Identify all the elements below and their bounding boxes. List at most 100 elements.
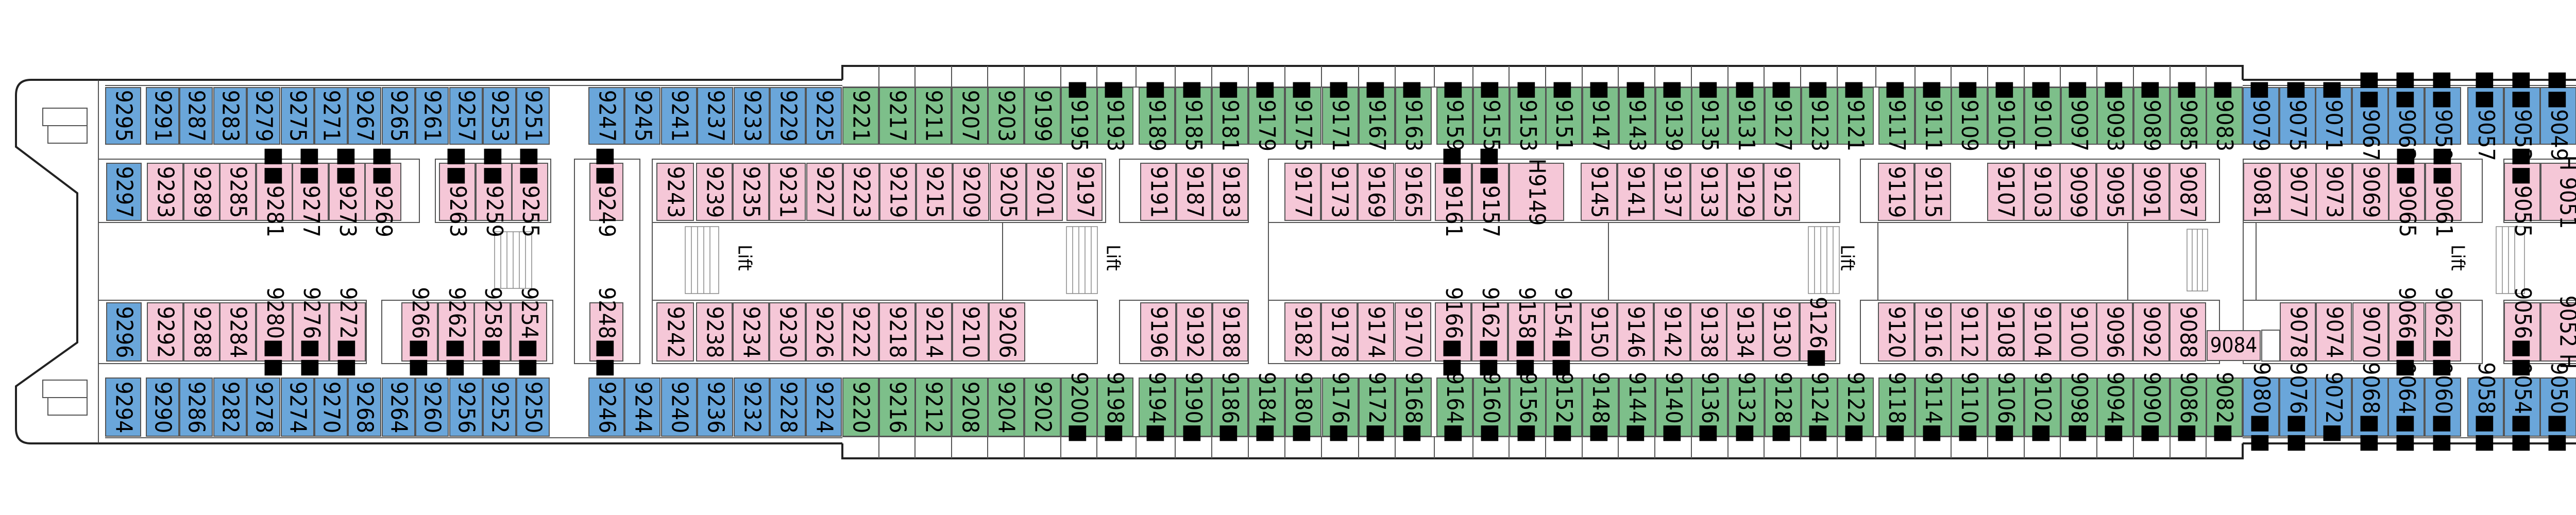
cabin-9133[interactable]: 9133 bbox=[1690, 163, 1727, 221]
cabin-9083[interactable]: ■9083 bbox=[2206, 80, 2243, 151]
cabin-9149[interactable]: H9149 bbox=[1509, 158, 1564, 226]
cabin-9181[interactable]: ■9181 bbox=[1212, 80, 1248, 151]
cabin-9072[interactable]: 9072■ bbox=[2315, 371, 2352, 443]
cabin-9175[interactable]: ■9175 bbox=[1285, 80, 1321, 151]
cabin-9089[interactable]: ■9089 bbox=[2133, 80, 2170, 151]
cabin-9215[interactable]: 9215 bbox=[916, 163, 953, 221]
cabin-9177[interactable]: 9177 bbox=[1284, 163, 1321, 221]
cabin-9114[interactable]: 9114■ bbox=[1915, 371, 1952, 443]
cabin-9138[interactable]: 9138 bbox=[1690, 302, 1727, 362]
cabin-9118[interactable]: 9118■ bbox=[1878, 371, 1915, 443]
cabin-9238[interactable]: 9238 bbox=[696, 302, 733, 362]
cabin-9202[interactable]: 9202 bbox=[1024, 377, 1061, 437]
cabin-9142[interactable]: 9142 bbox=[1654, 302, 1690, 362]
cabin-9157[interactable]: ■■9157 bbox=[1472, 147, 1509, 237]
cabin-9100[interactable]: 9100 bbox=[2060, 302, 2097, 362]
cabin-9050[interactable]: 9050■■ bbox=[2540, 362, 2576, 452]
cabin-9278[interactable]: 9278 bbox=[247, 377, 280, 437]
cabin-9106[interactable]: 9106■ bbox=[1988, 371, 2024, 443]
cabin-9075[interactable]: ■9075 bbox=[2279, 80, 2316, 151]
cabin-9273[interactable]: ■■9273 bbox=[329, 147, 365, 237]
cabin-9270[interactable]: 9270 bbox=[314, 377, 348, 437]
cabin-9147[interactable]: ■9147 bbox=[1582, 80, 1619, 151]
cabin-9176[interactable]: 9176■ bbox=[1322, 371, 1359, 443]
cabin-9271[interactable]: 9271 bbox=[314, 87, 348, 145]
cabin-9154[interactable]: 9154■■ bbox=[1544, 287, 1581, 377]
cabin-9212[interactable]: 9212 bbox=[915, 377, 952, 437]
cabin-9223[interactable]: 9223 bbox=[843, 163, 879, 221]
cabin-9260[interactable]: 9260 bbox=[415, 377, 449, 437]
cabin-9281[interactable]: ■■9281 bbox=[256, 147, 293, 237]
cabin-9146[interactable]: 9146 bbox=[1617, 302, 1654, 362]
cabin-9051[interactable]: H 9051 bbox=[2540, 155, 2576, 229]
cabin-9098[interactable]: 9098■ bbox=[2061, 371, 2097, 443]
cabin-9265[interactable]: 9265 bbox=[382, 87, 415, 145]
cabin-9145[interactable]: 9145 bbox=[1581, 163, 1617, 221]
cabin-9097[interactable]: ■9097 bbox=[2061, 80, 2097, 151]
cabin-9074[interactable]: 9074 bbox=[2316, 302, 2352, 362]
cabin-9105[interactable]: ■9105 bbox=[1988, 80, 2024, 151]
cabin-9286[interactable]: 9286 bbox=[179, 377, 213, 437]
cabin-9248[interactable]: 9248■■ bbox=[589, 287, 623, 377]
cabin-9217[interactable]: 9217 bbox=[879, 87, 916, 145]
cabin-9241[interactable]: 9241 bbox=[661, 87, 697, 145]
cabin-9293[interactable]: 9293 bbox=[147, 163, 183, 221]
cabin-9285[interactable]: 9285 bbox=[219, 163, 256, 221]
cabin-9156[interactable]: 9156■ bbox=[1510, 371, 1546, 443]
cabin-9192[interactable]: 9192 bbox=[1176, 302, 1212, 362]
cabin-9233[interactable]: 9233 bbox=[734, 87, 770, 145]
cabin-9140[interactable]: 9140■ bbox=[1655, 371, 1692, 443]
cabin-9187[interactable]: 9187 bbox=[1176, 163, 1212, 221]
cabin-9127[interactable]: ■9127 bbox=[1765, 80, 1801, 151]
cabin-9279[interactable]: 9279 bbox=[247, 87, 280, 145]
cabin-9159[interactable]: ■9159 bbox=[1436, 80, 1473, 151]
cabin-9161[interactable]: ■■9161 bbox=[1435, 147, 1472, 237]
cabin-9086[interactable]: 9086■ bbox=[2170, 371, 2207, 443]
cabin-9095[interactable]: 9095 bbox=[2096, 163, 2133, 221]
cabin-9261[interactable]: 9261 bbox=[415, 87, 449, 145]
cabin-9064[interactable]: 9064■■ bbox=[2388, 362, 2425, 452]
cabin-9218[interactable]: 9218 bbox=[879, 302, 916, 362]
cabin-9139[interactable]: ■9139 bbox=[1655, 80, 1692, 151]
cabin-9094[interactable]: 9094■ bbox=[2097, 371, 2133, 443]
cabin-9115[interactable]: 9115 bbox=[1914, 163, 1951, 221]
cabin-9060[interactable]: 9060■■ bbox=[2425, 362, 2461, 452]
cabin-9289[interactable]: 9289 bbox=[183, 163, 220, 221]
cabin-9167[interactable]: ■9167 bbox=[1359, 80, 1395, 151]
cabin-9061[interactable]: ■■9061 bbox=[2425, 147, 2462, 237]
cabin-9068[interactable]: 9068■■ bbox=[2352, 362, 2388, 452]
cabin-9091[interactable]: 9091 bbox=[2133, 163, 2170, 221]
cabin-9276[interactable]: 9276■■ bbox=[293, 287, 329, 377]
cabin-9269[interactable]: ■■9269 bbox=[365, 147, 401, 237]
cabin-9134[interactable]: 9134 bbox=[1726, 302, 1763, 362]
cabin-9196[interactable]: 9196 bbox=[1140, 302, 1176, 362]
cabin-9080[interactable]: 9080■■ bbox=[2243, 362, 2279, 452]
cabin-9228[interactable]: 9228 bbox=[770, 377, 806, 437]
cabin-9184[interactable]: 9184■ bbox=[1248, 371, 1285, 443]
cabin-9125[interactable]: 9125 bbox=[1764, 163, 1800, 221]
cabin-9141[interactable]: 9141 bbox=[1617, 163, 1654, 221]
cabin-9135[interactable]: ■9135 bbox=[1691, 80, 1728, 151]
cabin-9263[interactable]: ■■9263 bbox=[439, 147, 476, 237]
cabin-9183[interactable]: 9183 bbox=[1212, 163, 1248, 221]
cabin-9099[interactable]: 9099 bbox=[2060, 163, 2096, 221]
cabin-9117[interactable]: ■9117 bbox=[1878, 80, 1915, 151]
cabin-9178[interactable]: 9178 bbox=[1321, 302, 1358, 362]
cabin-9194[interactable]: 9194■ bbox=[1139, 371, 1175, 443]
cabin-9193[interactable]: ■9193 bbox=[1097, 80, 1133, 151]
cabin-9079[interactable]: ■9079 bbox=[2243, 80, 2279, 151]
cabin-9150[interactable]: 9150 bbox=[1581, 302, 1617, 362]
cabin-9165[interactable]: 9165 bbox=[1395, 163, 1431, 221]
cabin-9170[interactable]: 9170 bbox=[1395, 302, 1431, 362]
cabin-9090[interactable]: 9090■ bbox=[2133, 371, 2170, 443]
cabin-9221[interactable]: 9221 bbox=[842, 87, 879, 145]
cabin-9055[interactable]: ■■9055 bbox=[2504, 147, 2540, 237]
cabin-9224[interactable]: 9224 bbox=[806, 377, 842, 437]
cabin-9082[interactable]: 9082■ bbox=[2206, 371, 2243, 443]
cabin-9058[interactable]: 9058■■ bbox=[2467, 362, 2504, 452]
cabin-9200[interactable]: 9200■ bbox=[1061, 371, 1097, 443]
cabin-9201[interactable]: 9201 bbox=[1026, 163, 1063, 221]
cabin-9267[interactable]: 9267 bbox=[348, 87, 381, 145]
cabin-9172[interactable]: 9172■ bbox=[1359, 371, 1395, 443]
cabin-9078[interactable]: 9078 bbox=[2280, 302, 2316, 362]
